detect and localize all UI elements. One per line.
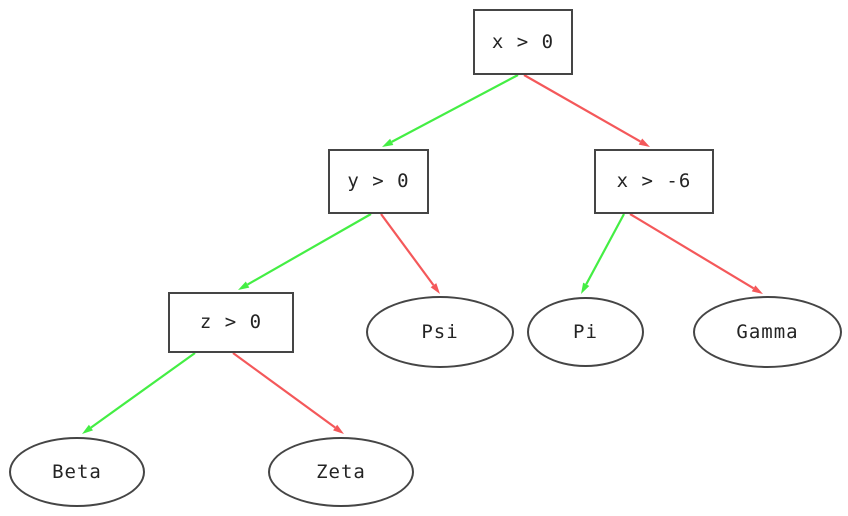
leaf-node-psi[interactable]: Psi <box>366 296 514 368</box>
node-label: y > 0 <box>347 170 410 192</box>
node-z-gt-0[interactable]: z > 0 <box>168 292 294 353</box>
leaf-node-zeta[interactable]: Zeta <box>268 437 414 507</box>
edge-n_x6-to-pi <box>581 213 625 294</box>
edge-arrowhead-icon <box>581 282 590 294</box>
node-label: Psi <box>421 320 459 343</box>
edge-n_z-to-beta <box>82 352 196 434</box>
node-label: z > 0 <box>199 311 263 333</box>
edge-line <box>629 213 755 290</box>
edge-root-to-n_y <box>382 74 519 147</box>
edge-line <box>523 74 641 143</box>
edge-n_y-to-psi <box>380 213 440 294</box>
node-label: Beta <box>52 460 102 483</box>
edge-line <box>391 74 519 143</box>
node-root-x-gt-0[interactable]: x > 0 <box>473 9 573 75</box>
edge-line <box>585 213 625 285</box>
edge-arrowhead-icon <box>430 283 440 294</box>
edge-n_x6-to-gamma <box>629 213 763 294</box>
edge-line <box>232 352 336 429</box>
edge-line <box>90 352 196 429</box>
node-label: x > 0 <box>491 30 555 53</box>
edge-arrowhead-icon <box>333 424 344 434</box>
node-x-gt-minus-6[interactable]: x > -6 <box>594 149 714 214</box>
edge-arrowhead-icon <box>382 138 394 147</box>
leaf-node-gamma[interactable]: Gamma <box>693 296 842 368</box>
node-label: Gamma <box>736 320 799 343</box>
edge-arrowhead-icon <box>82 424 93 434</box>
edge-line <box>380 213 435 286</box>
edge-line <box>247 213 372 286</box>
edge-n_z-to-zeta <box>232 352 344 434</box>
node-label: x > -6 <box>616 170 692 192</box>
node-y-gt-0[interactable]: y > 0 <box>328 149 429 214</box>
leaf-node-pi[interactable]: Pi <box>527 297 644 367</box>
leaf-node-beta[interactable]: Beta <box>9 437 145 507</box>
edge-arrowhead-icon <box>238 281 250 290</box>
edge-n_y-to-n_z <box>238 213 372 290</box>
edge-arrowhead-icon <box>638 138 650 147</box>
edge-arrowhead-icon <box>751 285 763 294</box>
node-label: Zeta <box>316 460 366 483</box>
node-label: Pi <box>573 320 598 343</box>
edge-root-to-n_x6 <box>523 74 650 147</box>
